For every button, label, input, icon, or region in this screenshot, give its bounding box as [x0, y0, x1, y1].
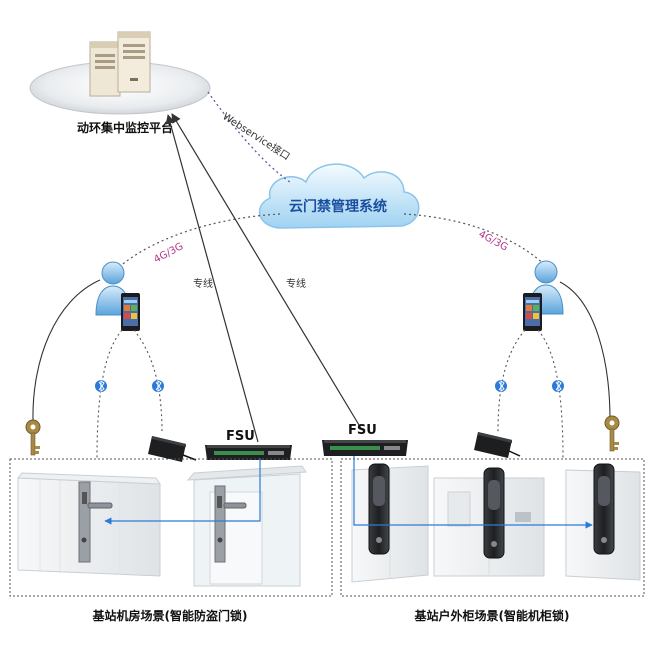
bluetooth-icon: [152, 380, 164, 392]
bluetooth-icon: [95, 380, 107, 392]
key-icon: [604, 415, 620, 452]
fsu-label-left: FSU: [226, 429, 255, 444]
cloud-access-system: 云门禁管理系统: [258, 163, 420, 229]
mobile-link-right: [403, 213, 549, 269]
fsu-connector-left: [104, 458, 261, 525]
dedicated-label-left: 专线: [193, 277, 213, 290]
scene-caption-right: 基站户外柜场景(智能机柜锁): [414, 608, 570, 623]
scene-box-left: [9, 458, 333, 597]
phone-icon: [121, 293, 140, 331]
bluetooth-icon: [495, 380, 507, 392]
cabinet-lock-icon: [593, 463, 615, 555]
bluetooth-link-left-a: [96, 329, 123, 459]
user-right: [523, 260, 564, 331]
bluetooth-link-right-b: [537, 329, 564, 459]
dedicated-line-left: [165, 114, 259, 443]
bluetooth-dongle-icon: [474, 432, 521, 458]
scene-caption-left: 基站机房场景(智能防盗门锁): [92, 608, 248, 623]
cabinet-lock-icon: [368, 463, 390, 555]
fsu-label-right: FSU: [348, 423, 377, 438]
equipment-room-scene: [16, 465, 307, 587]
webservice-link: [207, 91, 291, 183]
fsu-right: FSU: [322, 423, 408, 456]
webservice-label: Webservice接口: [220, 110, 292, 163]
bluetooth-dongle-icon: [148, 436, 197, 462]
dedicated-label-right: 专线: [286, 277, 306, 290]
dedicated-line-right: [171, 113, 363, 431]
shelter-icon: [186, 465, 307, 587]
door-lock-icon: [214, 485, 247, 563]
mobile-link-left: [117, 213, 281, 269]
fsu-connector-right: [353, 456, 593, 529]
server-icon: [89, 31, 151, 97]
key-link-left: [32, 279, 101, 421]
key-link-right: [559, 281, 611, 421]
fsu-device-icon: [322, 440, 408, 456]
cabinet-icon: [351, 465, 429, 583]
cabinet-lock-icon: [483, 467, 505, 559]
fsu-left: FSU: [205, 429, 292, 460]
bluetooth-icon: [552, 380, 564, 392]
phone-icon: [523, 293, 542, 331]
key-icon: [25, 419, 41, 456]
mobile-label-left: 4G/3G: [152, 241, 185, 266]
platform-label: 动环集中监控平台: [77, 120, 173, 135]
monitoring-platform: 动环集中监控平台: [29, 31, 211, 135]
door-lock-icon: [78, 481, 113, 563]
cloud-label: 云门禁管理系统: [289, 198, 387, 215]
fsu-device-icon: [205, 445, 292, 460]
cloud-icon: [258, 163, 420, 229]
user-left: [95, 261, 140, 331]
outdoor-cabinet-scene: [351, 463, 641, 583]
